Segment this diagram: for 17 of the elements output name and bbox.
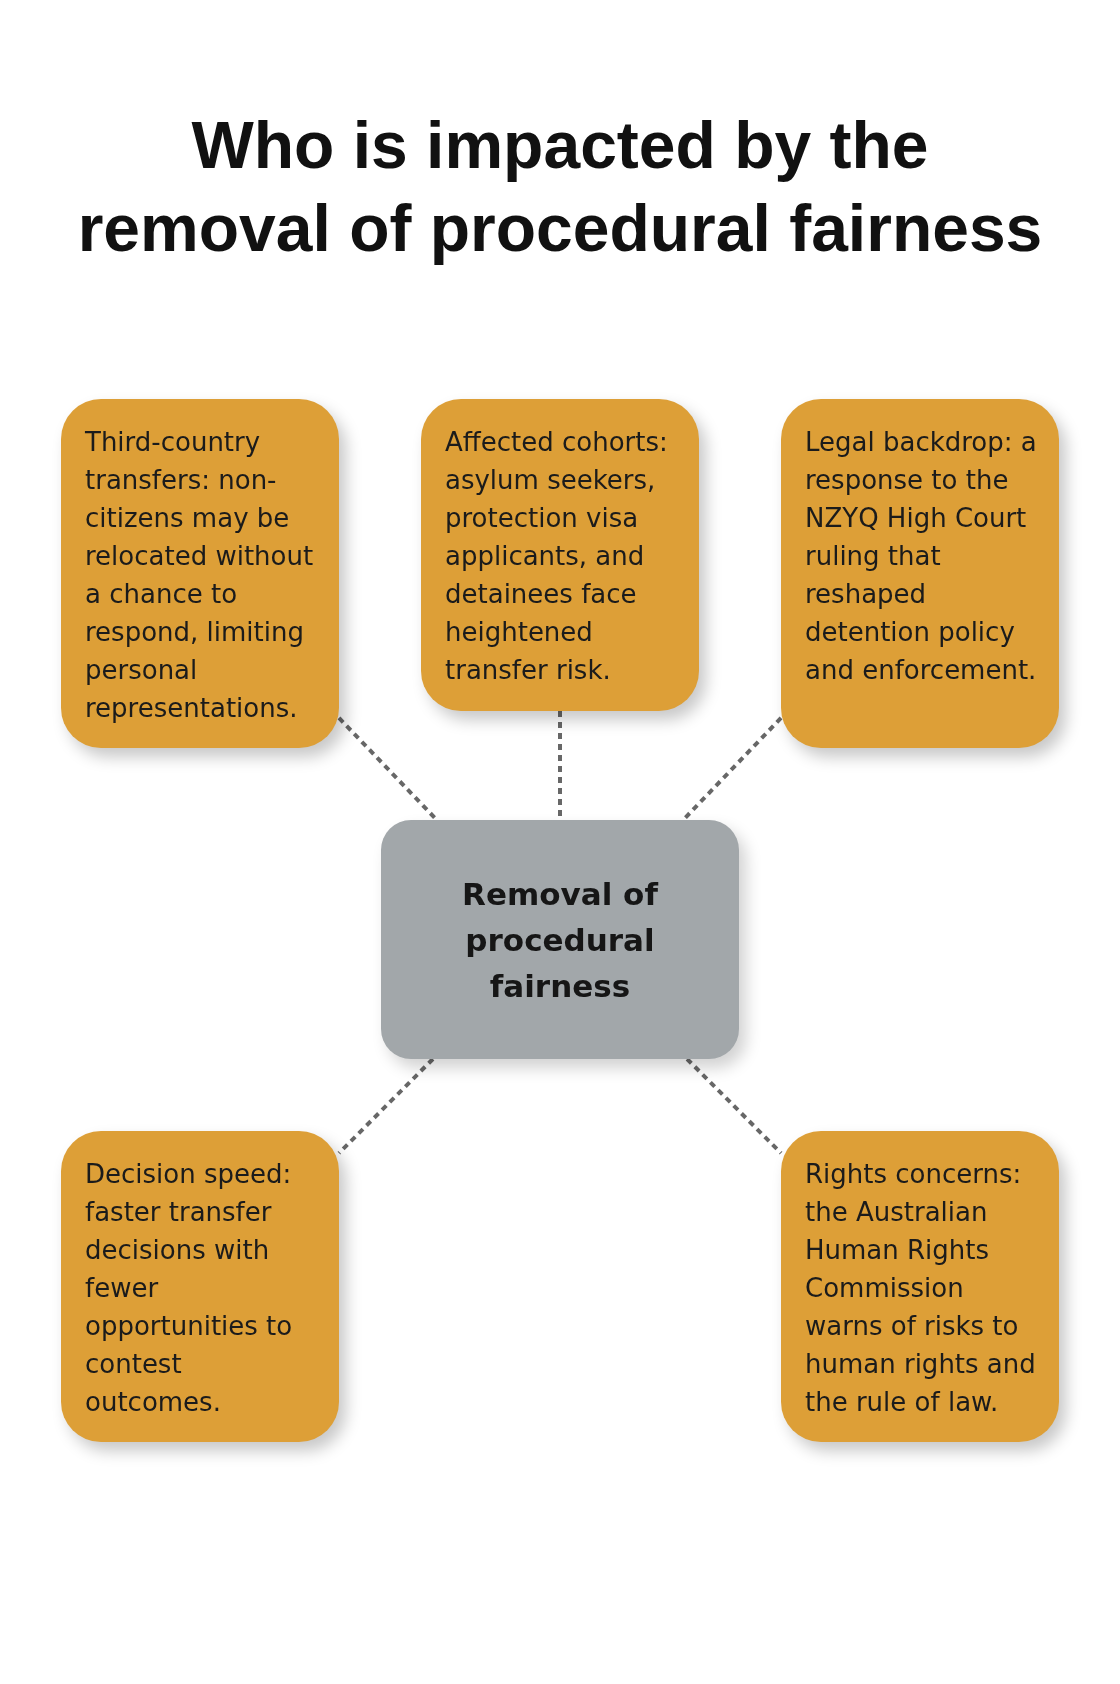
impact-description: Rights concerns: the Australian Human Rights Commission warns of risks to human rights and the rule of law. <box>805 1158 1037 1419</box>
impact-card <box>421 399 699 711</box>
diagram-title: Who is impacted by the removal of procedural fairness <box>76 107 1044 267</box>
impact-card <box>781 399 1059 748</box>
impact-card <box>61 1131 339 1442</box>
impact-card <box>61 399 339 748</box>
impact-description: Decision speed: faster transfer decisions with fewer opportunities to contest outcomes. <box>85 1158 294 1419</box>
impact-card <box>781 1131 1059 1442</box>
dashed-connector <box>337 1057 435 1155</box>
impact-description: Legal backdrop: a response to the NZYQ High Court ruling that reshaped detention policy and enforcement. <box>805 426 1038 687</box>
impact-description: Third-country transfers: non-citizens may be relocated without a chance to respond, limiting personal representations. <box>85 426 315 725</box>
dashed-connector <box>681 716 783 822</box>
central-topic-label: Removal of procedural fairness <box>461 874 660 1006</box>
dashed-connector <box>685 1057 783 1155</box>
dashed-connector <box>337 716 439 822</box>
impact-description: Affected cohorts: asylum seekers, protection visa applicants, and detainees face heightened transfer risk. <box>445 426 669 687</box>
central-topic-box <box>381 820 739 1059</box>
